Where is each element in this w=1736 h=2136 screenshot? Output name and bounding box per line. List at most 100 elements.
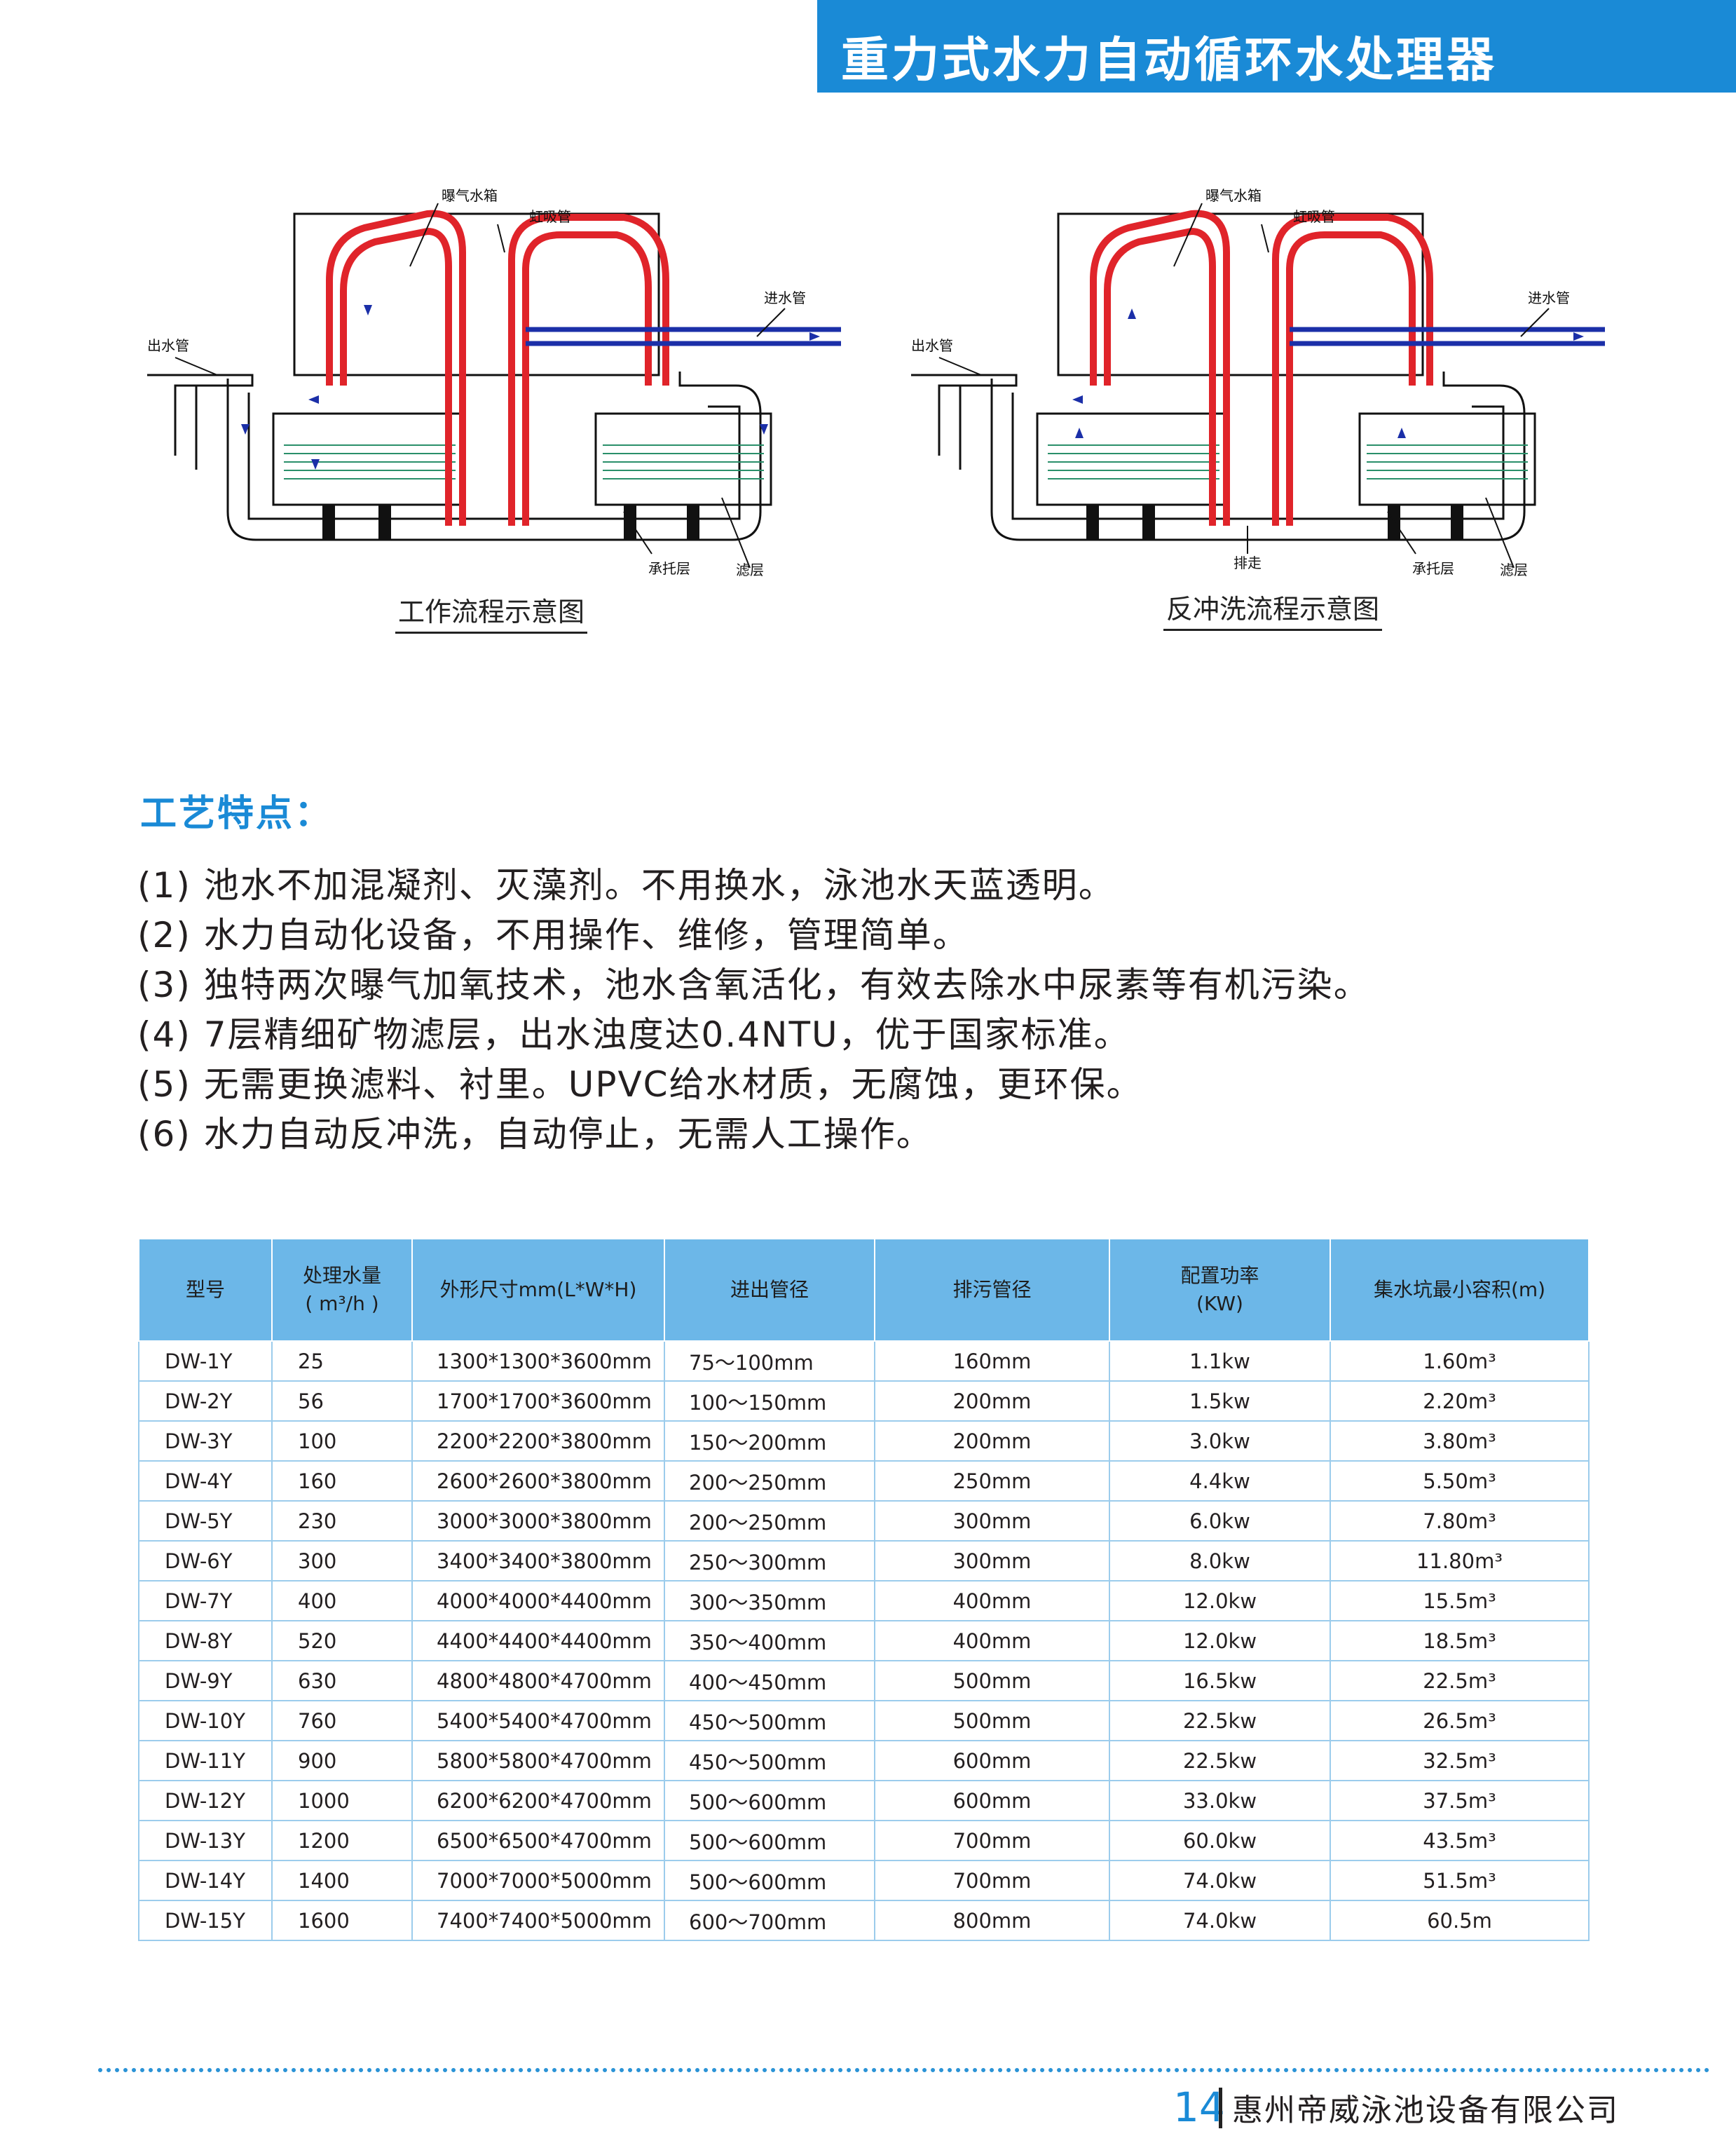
table-cell: 22.5kw — [1109, 1740, 1331, 1781]
label-siphon: 虹吸管 — [1293, 208, 1335, 225]
table-cell: 4800*4800*4700mm — [411, 1660, 665, 1701]
table-cell: DW-11Y — [138, 1740, 273, 1781]
table-cell: 2.20m³ — [1330, 1380, 1590, 1422]
table-cell: 250mm — [874, 1460, 1110, 1502]
table-cell: 51.5m³ — [1330, 1860, 1590, 1901]
table-cell: 3.80m³ — [1330, 1420, 1590, 1462]
label-filter-layer: 滤层 — [736, 562, 764, 578]
page-number: 14 — [1173, 2083, 1225, 2131]
label-aeration-tank: 曝气水箱 — [442, 187, 498, 204]
table-cell: 3400*3400*3800mm — [411, 1540, 665, 1581]
table-cell: 1000 — [271, 1780, 413, 1821]
table-cell: 400mm — [874, 1580, 1110, 1621]
table-cell: 520 — [271, 1620, 413, 1661]
table-cell: 100 — [271, 1420, 413, 1462]
label-support-layer: 承托层 — [1412, 560, 1454, 577]
table-cell: 900 — [271, 1740, 413, 1781]
table-cell: 5800*5800*4700mm — [411, 1740, 665, 1781]
table-cell: 37.5m³ — [1330, 1780, 1590, 1821]
footer-separator — [1219, 2088, 1222, 2128]
table-cell: 300mm — [874, 1540, 1110, 1581]
table-cell: DW-6Y — [138, 1540, 273, 1581]
table-cell: 630 — [271, 1660, 413, 1701]
diagram2-caption: 反冲洗流程示意图 — [1163, 587, 1383, 631]
table-cell: DW-13Y — [138, 1820, 273, 1861]
table-cell: 1700*1700*3600mm — [411, 1380, 665, 1422]
table-cell: DW-10Y — [138, 1700, 273, 1741]
table-cell: 2200*2200*3800mm — [411, 1420, 665, 1462]
table-cell: 760 — [271, 1700, 413, 1741]
backwash-flow-diagram: 曝气水箱 虹吸管 进水管 出水管 承托层 滤层 排走 — [897, 175, 1619, 610]
column-header: 型号 — [138, 1238, 273, 1342]
backwash-flow-schematic: 曝气水箱 虹吸管 进水管 出水管 承托层 滤层 排走 — [911, 187, 1605, 578]
table-cell: 450～500mm — [664, 1740, 875, 1781]
table-cell: 300～350mm — [664, 1580, 875, 1621]
working-flow-schematic: 曝气水箱 虹吸管 进水管 出水管 承托层 滤层 — [147, 187, 841, 578]
table-cell: DW-9Y — [138, 1660, 273, 1701]
spec-table: 型号处理水量 ( m³/h )外形尺寸mm(L*W*H)进出管径排污管径配置功率… — [138, 1238, 1590, 1941]
table-cell: 700mm — [874, 1860, 1110, 1901]
table-cell: 4000*4000*4400mm — [411, 1580, 665, 1621]
table-cell: 22.5m³ — [1330, 1660, 1590, 1701]
label-outlet: 出水管 — [911, 337, 953, 354]
table-cell: 1300*1300*3600mm — [411, 1340, 665, 1382]
table-cell: 8.0kw — [1109, 1540, 1331, 1581]
title-bar: 重力式水力自动循环水处理器 — [817, 0, 1736, 93]
table-cell: DW-4Y — [138, 1460, 273, 1502]
table-cell: 74.0kw — [1109, 1900, 1331, 1941]
table-cell: DW-3Y — [138, 1420, 273, 1462]
table-cell: DW-1Y — [138, 1340, 273, 1382]
label-siphon: 虹吸管 — [529, 208, 571, 225]
working-flow-diagram: 曝气水箱 虹吸管 进水管 出水管 承托层 滤层 — [133, 175, 855, 610]
table-cell: 500～600mm — [664, 1860, 875, 1901]
table-cell: 200～250mm — [664, 1500, 875, 1542]
table-cell: 400～450mm — [664, 1660, 875, 1701]
table-cell: 300 — [271, 1540, 413, 1581]
table-cell: DW-2Y — [138, 1380, 273, 1422]
table-cell: 22.5kw — [1109, 1700, 1331, 1741]
table-cell: DW-15Y — [138, 1900, 273, 1941]
feature-item: (4) 7层精细矿物滤层，出水浊度达0.4NTU，优于国家标准。 — [137, 1014, 1130, 1055]
table-cell: 74.0kw — [1109, 1860, 1331, 1901]
table-cell: DW-12Y — [138, 1780, 273, 1821]
table-cell: 800mm — [874, 1900, 1110, 1941]
table-cell: 60.0kw — [1109, 1820, 1331, 1861]
features-heading: 工艺特点： — [140, 793, 334, 835]
table-cell: 150～200mm — [664, 1420, 875, 1462]
table-cell: 16.5kw — [1109, 1660, 1331, 1701]
column-header: 集水坑最小容积(m) — [1330, 1238, 1590, 1342]
footer-divider — [98, 2068, 1710, 2072]
table-cell: 3000*3000*3800mm — [411, 1500, 665, 1542]
table-cell: 500mm — [874, 1700, 1110, 1741]
column-header: 配置功率 (KW) — [1109, 1238, 1331, 1342]
table-cell: 33.0kw — [1109, 1780, 1331, 1821]
column-header: 处理水量 ( m³/h ) — [271, 1238, 413, 1342]
feature-item: (2) 水力自动化设备，不用操作、维修，管理简单。 — [137, 915, 969, 955]
table-cell: 32.5m³ — [1330, 1740, 1590, 1781]
table-cell: 11.80m³ — [1330, 1540, 1590, 1581]
table-cell: 450～500mm — [664, 1700, 875, 1741]
table-cell: 1.1kw — [1109, 1340, 1331, 1382]
table-cell: 6500*6500*4700mm — [411, 1820, 665, 1861]
table-cell: 1600 — [271, 1900, 413, 1941]
page-title: 重力式水力自动循环水处理器 — [841, 33, 1498, 88]
table-cell: 60.5m — [1330, 1900, 1590, 1941]
table-cell: 400mm — [874, 1620, 1110, 1661]
label-inlet: 进水管 — [1528, 290, 1570, 306]
table-cell: 12.0kw — [1109, 1620, 1331, 1661]
table-cell: 4400*4400*4400mm — [411, 1620, 665, 1661]
table-cell: 1200 — [271, 1820, 413, 1861]
table-cell: 600～700mm — [664, 1900, 875, 1941]
table-cell: 160mm — [874, 1340, 1110, 1382]
column-header: 外形尺寸mm(L*W*H) — [411, 1238, 665, 1342]
